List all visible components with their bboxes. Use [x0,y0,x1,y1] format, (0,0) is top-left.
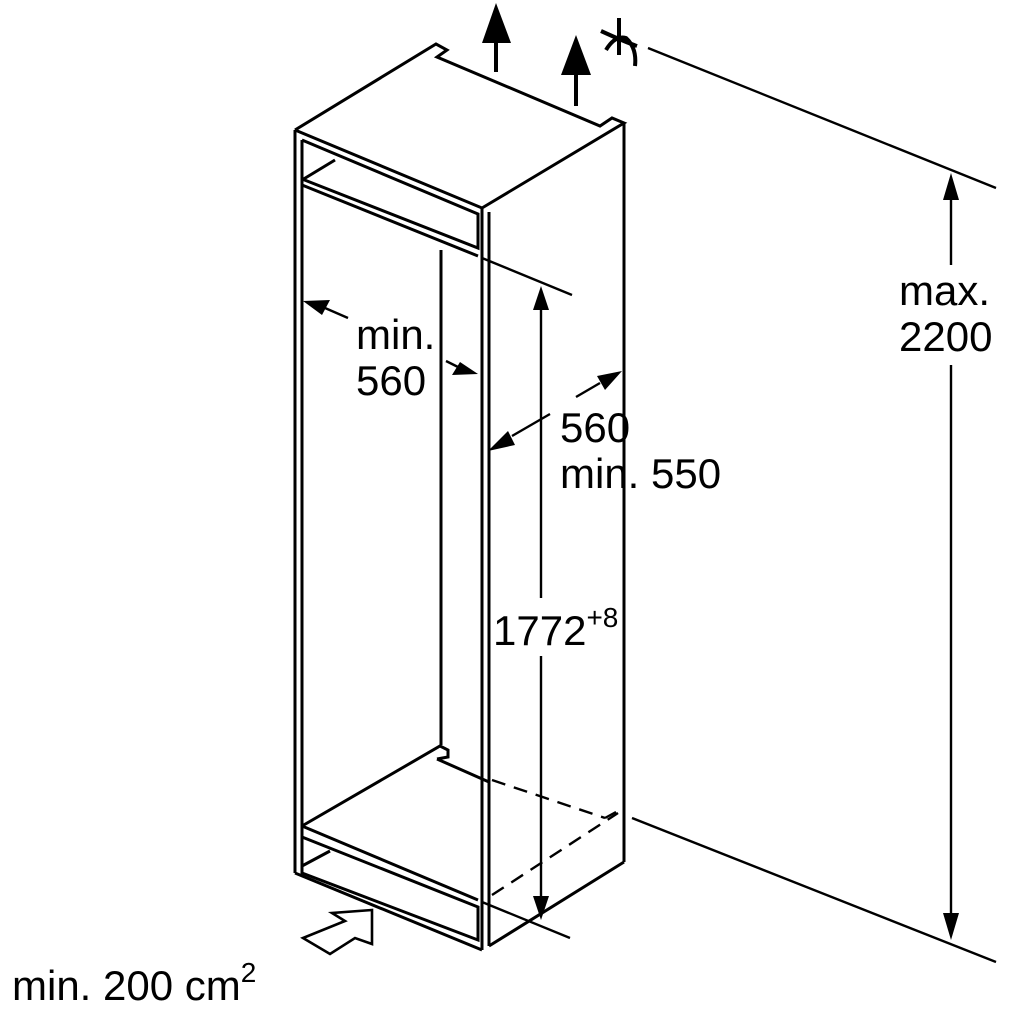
max-height-label-line1: max. [899,267,991,314]
cabinet-front-frame [293,123,626,952]
ventilation-value: min. 200 cm [12,962,241,1009]
niche-width-dimension [303,300,478,375]
niche-depth-label-line1: 560 [560,404,631,451]
exhaust-up-arrow-icon [482,3,511,72]
ventilation-label: min. 200 cm2 [12,959,256,1009]
niche-height-dimension [481,256,626,940]
niche-depth-label: 560 min. 550 [560,405,721,497]
niche-height-value: 1772 [493,607,587,654]
ventilation-superscript: 2 [240,957,257,988]
max-height-label-line2: 2200 [899,313,993,360]
niche-width-label-line1: min. [356,311,436,358]
niche-width-label-line2: 560 [356,357,427,404]
alignment-mark-icon [600,18,638,67]
hidden-lines [491,778,619,897]
niche-height-label: 1772+8 [493,604,618,654]
niche-depth-label-line2: min. 550 [560,450,722,497]
cabinet-top [294,42,628,210]
air-intake-arrow-icon [300,908,374,956]
max-height-label: max. 2200 [899,268,992,360]
max-height-dimension [631,46,997,964]
exhaust-up-arrow-icon-2 [561,35,591,106]
niche-width-label: min. 560 [356,312,435,404]
niche-depth-dimension [488,371,622,451]
niche-height-tolerance: +8 [586,602,619,633]
